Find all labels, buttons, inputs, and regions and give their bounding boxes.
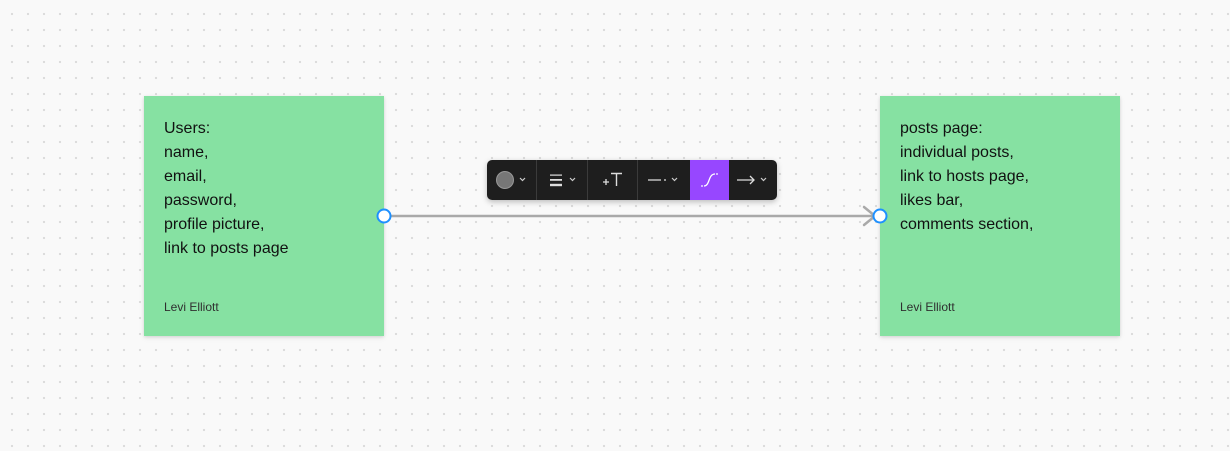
note-author: Levi Elliott <box>900 300 955 314</box>
add-text-icon <box>602 172 622 186</box>
toolbar-divider <box>637 160 639 200</box>
note-line: password, <box>164 192 237 209</box>
color-picker-button[interactable] <box>487 160 536 200</box>
filled-circle-icon <box>495 171 514 189</box>
stroke-weight-icon <box>550 174 563 187</box>
note-line: Users: <box>164 120 211 137</box>
connector-end-handle[interactable] <box>872 208 888 224</box>
chevron-down-icon <box>519 177 526 182</box>
add-text-button[interactable] <box>588 160 637 200</box>
note-line: posts page: <box>900 120 983 137</box>
curved-line-button[interactable] <box>689 160 730 200</box>
toolbar-divider <box>586 160 588 200</box>
note-line: profile picture, <box>164 216 265 233</box>
note-line: individual posts, <box>900 144 1014 161</box>
line-style-button[interactable] <box>638 160 689 200</box>
note-line: name, <box>164 144 209 161</box>
sticky-note-text: posts page: individual posts, link to ho… <box>900 117 1108 237</box>
stroke-weight-button[interactable] <box>537 160 586 200</box>
connector-toolbar <box>487 160 777 200</box>
note-line: comments section, <box>900 216 1034 233</box>
connector-start-handle[interactable] <box>376 208 392 224</box>
note-line: link to hosts page, <box>900 168 1029 185</box>
curved-connector-icon <box>700 173 718 187</box>
sticky-note-users[interactable]: Users: name, email, password, profile pi… <box>144 96 384 336</box>
toolbar-divider <box>536 160 538 200</box>
chevron-down-icon <box>760 177 767 182</box>
note-line: email, <box>164 168 207 185</box>
sticky-note-text: Users: name, email, password, profile pi… <box>164 117 372 261</box>
arrow-end-icon <box>737 175 756 185</box>
note-author: Levi Elliott <box>164 300 219 314</box>
chevron-down-icon <box>671 177 678 182</box>
sticky-note-posts-page[interactable]: posts page: individual posts, link to ho… <box>880 96 1120 336</box>
line-end-button[interactable] <box>729 160 777 200</box>
chevron-down-icon <box>569 177 576 182</box>
note-line: link to posts page <box>164 240 289 257</box>
note-line: likes bar, <box>900 192 964 209</box>
